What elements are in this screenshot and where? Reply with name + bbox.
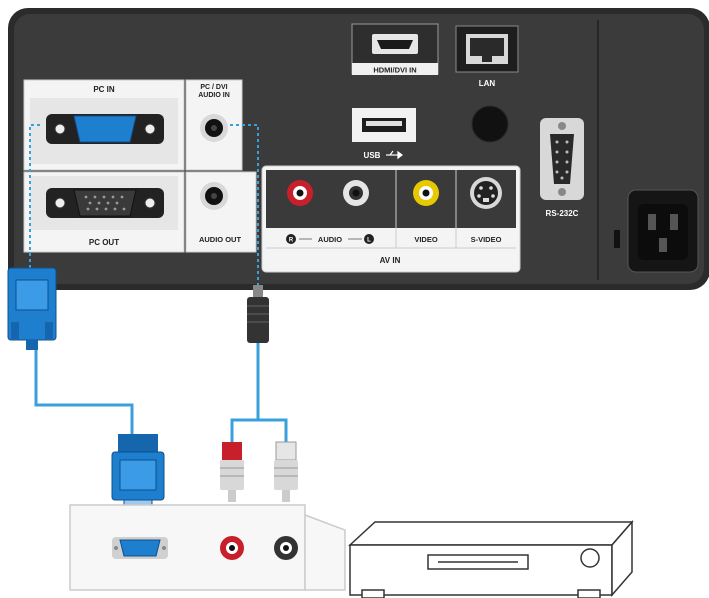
pc-dvi-audio-label-line2: AUDIO IN <box>198 92 230 99</box>
av-in-label: AV IN <box>380 256 401 265</box>
power-socket <box>614 189 699 273</box>
svideo-port-icon <box>470 177 502 209</box>
rca-jack-red-icon <box>287 180 313 206</box>
pc-dvi-audio-label-line1: PC / DVI <box>200 84 227 91</box>
audio-cable-dotted-guide <box>230 124 259 290</box>
vga-out-port-icon <box>46 188 164 218</box>
audio-out-section: AUDIO OUT <box>185 171 257 253</box>
blank-port-icon <box>471 105 509 143</box>
device-rca-red-jack-icon <box>220 536 244 560</box>
svg-text:R: R <box>289 238 294 244</box>
audio-label: AUDIO <box>318 235 342 244</box>
usb-symbol-icon <box>386 150 403 160</box>
vga-plug-bottom-icon <box>111 434 165 515</box>
rs232c-port-icon <box>540 118 584 200</box>
device-rca-white-jack-icon <box>274 536 298 560</box>
lan-label: LAN <box>479 79 496 88</box>
audio-jack-icon <box>200 114 228 142</box>
usb-port-icon <box>352 108 416 142</box>
rca-plug-red-icon <box>220 442 244 502</box>
pc-in-label: PC IN <box>93 85 115 94</box>
usb-port: USB <box>352 108 416 160</box>
usb-label: USB <box>364 151 381 160</box>
vga-cable <box>34 335 134 436</box>
lan-port: LAN <box>455 25 519 88</box>
hdmi-label: HDMI/DVI IN <box>373 66 416 75</box>
svideo-label: S-VIDEO <box>471 235 502 244</box>
pc-device-icon <box>69 504 346 591</box>
pc-out-section: PC OUT <box>23 171 185 253</box>
audio-out-label: AUDIO OUT <box>199 235 242 244</box>
pc-dvi-audio-in-section: PC / DVI AUDIO IN <box>185 79 243 171</box>
pc-out-label: PC OUT <box>89 238 119 247</box>
power-socket-icon <box>627 189 699 273</box>
audio-right-marker-icon: R <box>286 234 296 244</box>
av-in-section: R AUDIO L VIDEO S-VIDEO AV IN <box>261 165 521 273</box>
power-indicator-icon <box>614 230 620 248</box>
audio-cable <box>230 340 288 444</box>
rca-jack-yellow-icon <box>413 180 439 206</box>
hdmi-port: HDMI/DVI IN <box>351 23 439 75</box>
svg-text:L: L <box>367 238 371 244</box>
hdmi-port-icon <box>372 34 418 54</box>
rs232c-port: RS-232C <box>540 118 584 218</box>
video-label: VIDEO <box>414 235 438 244</box>
vga-port-icon <box>46 114 164 144</box>
dvd-player-icon <box>348 519 634 598</box>
audio-out-jack-icon <box>200 182 228 210</box>
vga-plug-top-icon <box>7 267 57 350</box>
pc-in-section: PC IN <box>23 79 185 171</box>
stereo-plug-icon <box>247 285 269 343</box>
lan-port-icon <box>455 25 519 73</box>
rca-jack-white-icon <box>343 180 369 206</box>
rs232c-label: RS-232C <box>546 209 579 218</box>
rca-plug-white-icon <box>274 441 298 502</box>
audio-left-marker-icon: L <box>364 234 374 244</box>
device-vga-port-icon <box>112 537 168 559</box>
